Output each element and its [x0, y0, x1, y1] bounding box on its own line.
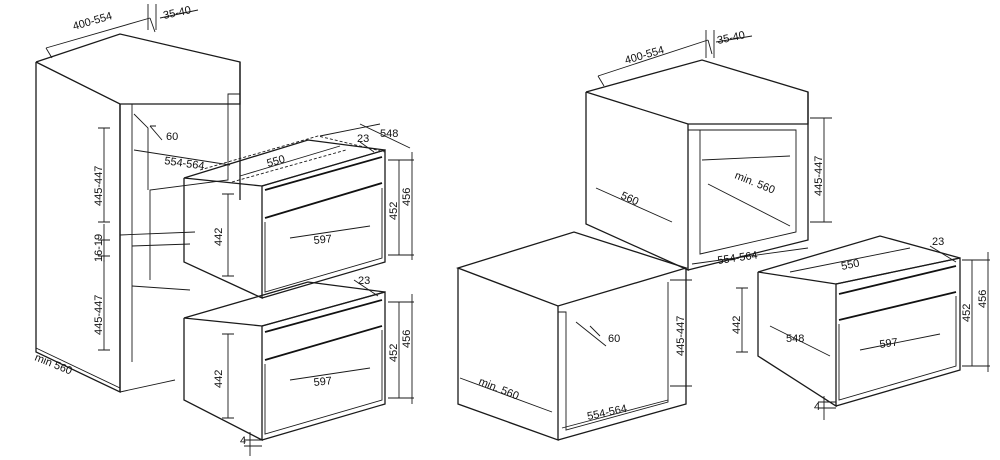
right-wall-cabinet: 560 min. 560 445-447 554-564 400-554 35-…	[585, 29, 832, 272]
right-base-cabinet: 60 445-447 554-564 min. 560	[456, 231, 692, 441]
right-oven-width-label: 550	[840, 257, 860, 273]
right-oven-offset-label: 4	[814, 401, 820, 413]
lower-oven-height-b-label: 456	[401, 330, 413, 348]
left-vent-label: 60	[166, 131, 178, 143]
upper-oven-width-front-label: 597	[313, 233, 333, 247]
left-width-top-label: 400-554	[72, 10, 114, 33]
right-oven-inset-label: 23	[932, 236, 944, 248]
left-top-width-dimension: 400-554 35-40	[45, 4, 199, 59]
right-cavity-width-label: 554-564	[717, 249, 759, 267]
lower-oven-width-front-label: 597	[313, 375, 333, 389]
right-oven-depth-label: 548	[786, 333, 804, 345]
lower-oven-inset-label: 23	[358, 275, 370, 287]
left-upper-oven: 442 597 550 23 548 452 456	[183, 123, 414, 300]
right-oven-height-front-label: 442	[731, 316, 743, 334]
right-base-vent-label: 60	[608, 333, 620, 345]
lower-oven-height-a-label: 452	[388, 344, 400, 362]
right-width-top-label: 400-554	[624, 44, 666, 67]
left-lower-cavity-label: 445-447	[93, 295, 105, 335]
right-base-cavity-width-label: 554-564	[586, 403, 628, 423]
right-base-cavity-height-label: 445-447	[675, 316, 687, 356]
left-lower-oven: 442 597 23 452 456 4	[183, 275, 414, 456]
lower-oven-offset-label: 4	[240, 435, 246, 447]
right-depth-top-label: 35-40	[716, 29, 746, 47]
lower-oven-height-front-label: 442	[213, 370, 225, 388]
right-oven-height-a-label: 452	[961, 304, 973, 322]
upper-oven-depth-label: 548	[380, 128, 398, 140]
left-tall-cabinet	[35, 33, 241, 394]
left-min-depth-label: min 560	[33, 352, 74, 378]
left-upper-cavity-label: 445-447	[93, 166, 105, 206]
right-cavity-height-label: 445-447	[813, 156, 825, 196]
right-base-min-depth-label: min. 560	[477, 376, 521, 403]
upper-oven-height-a-label: 452	[388, 202, 400, 220]
right-oven-height-b-label: 456	[977, 290, 989, 308]
left-depth-top-label: 35-40	[162, 4, 192, 22]
upper-oven-width-label: 550	[266, 153, 287, 170]
left-vertical-dimensions: 445-447 16-19 445-447 min 560	[33, 127, 121, 389]
right-cabinet-depth-label: 560	[619, 190, 641, 208]
right-cavity-min-depth-label: min. 560	[733, 170, 777, 197]
right-oven: 550 23 442 548 597 452 456 4	[731, 235, 990, 420]
left-gap-label: 16-19	[93, 234, 105, 262]
left-vent-dimension: 60 554-564	[133, 125, 231, 173]
left-niche-width-label: 554-564	[164, 155, 206, 173]
upper-oven-height-b-label: 456	[401, 188, 413, 206]
upper-oven-height-front-label: 442	[213, 228, 225, 246]
right-oven-width-front-label: 597	[879, 337, 899, 351]
upper-oven-inset-label: 23	[357, 133, 369, 145]
